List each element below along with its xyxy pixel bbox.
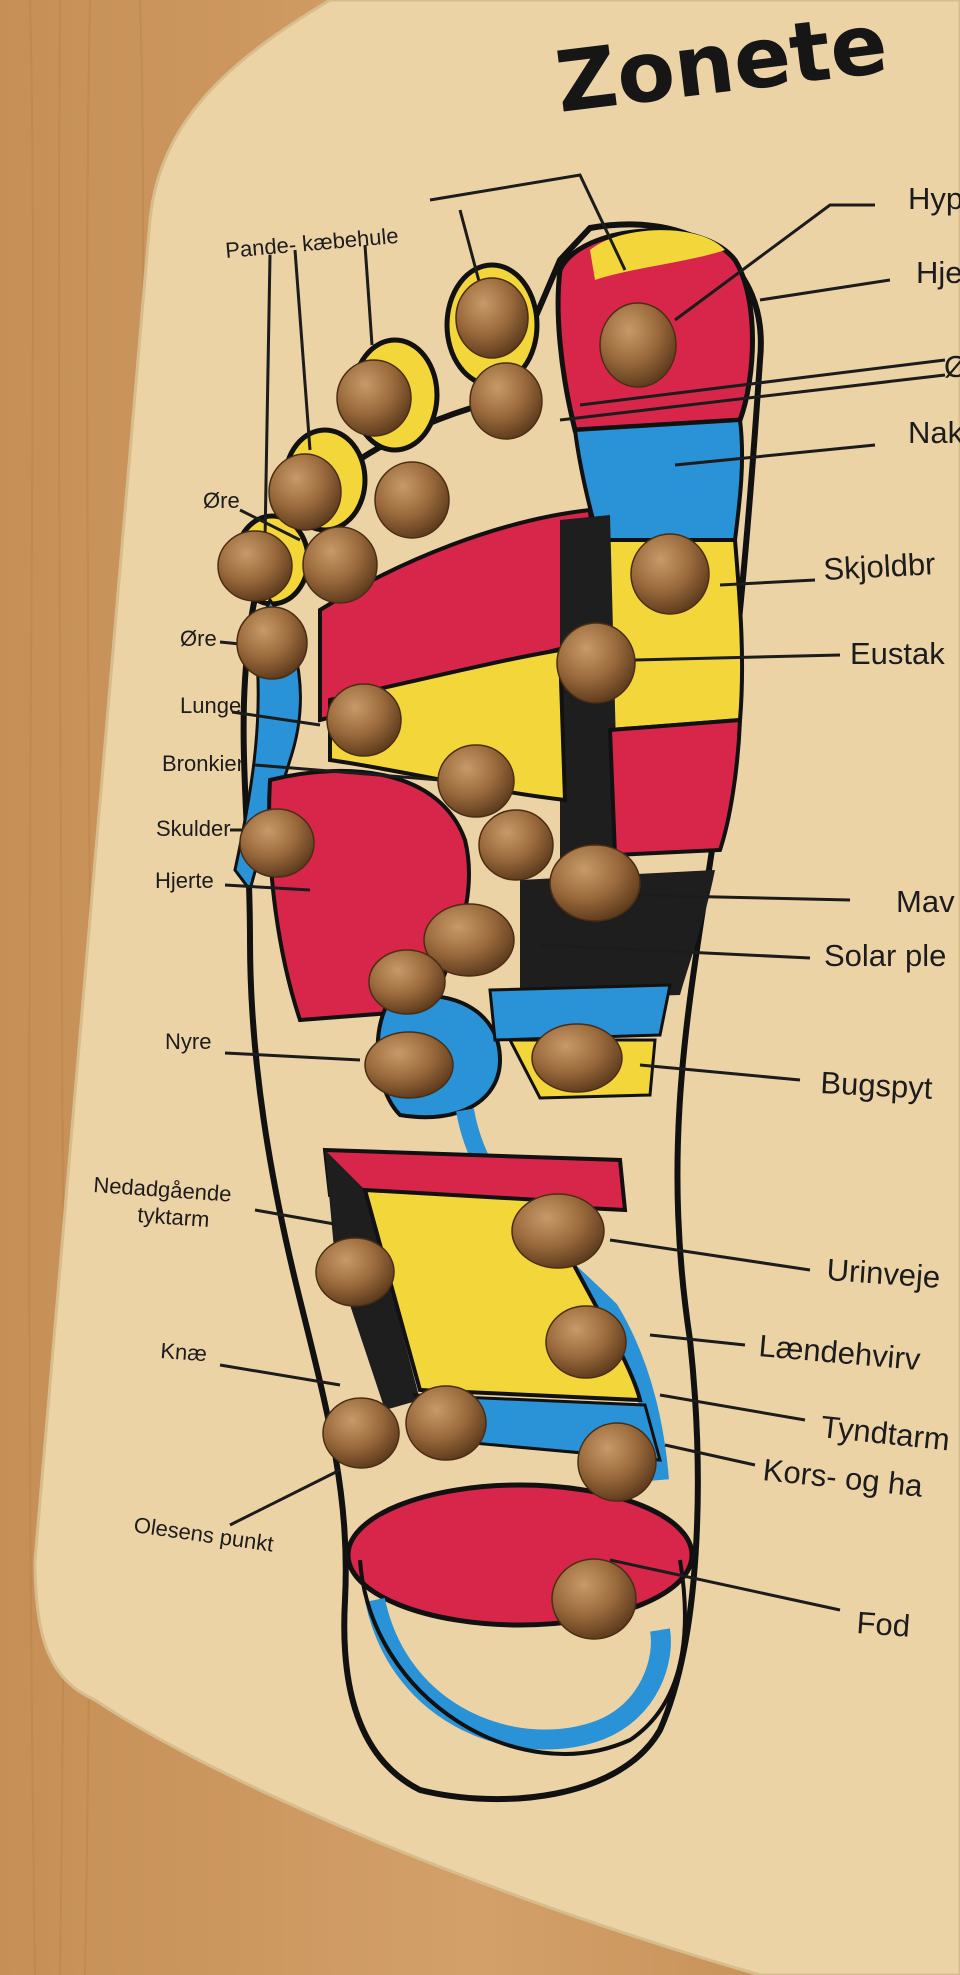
label-hjerte: Hjerte [155,868,214,893]
leader-lines [219,173,946,1612]
peg[interactable] [511,1193,605,1269]
peg[interactable] [217,530,293,602]
label-eustak: Eustak [850,636,945,671]
peg[interactable] [630,533,710,615]
heel-red-zone [345,1482,695,1628]
peg[interactable] [336,359,412,437]
midfoot-red-band [607,717,743,858]
peg[interactable] [599,302,677,388]
peg[interactable] [437,744,515,818]
peg[interactable] [545,1305,627,1379]
label-urinveje: Urinveje [826,1252,942,1295]
label-bronkier: Bronkier [162,751,244,776]
peg[interactable] [302,526,378,604]
label-ore-lower: Øre [180,626,217,651]
label-knae: Knæ [160,1338,208,1366]
heel-blue-arc [365,1597,671,1750]
peg[interactable] [423,903,515,977]
peg[interactable] [577,1422,657,1502]
label-oe: Ø [944,349,960,384]
label-skulder: Skulder [156,816,231,841]
massage-pegs [217,277,710,1640]
label-bugspyt: Bugspyt [820,1065,934,1106]
peg[interactable] [455,277,529,359]
label-tyktarm: tyktarm [137,1202,211,1232]
peg[interactable] [326,683,402,757]
peg[interactable] [531,1023,623,1093]
peg[interactable] [549,844,641,922]
peg[interactable] [236,606,308,680]
label-fod: Fod [856,1605,912,1644]
peg[interactable] [239,808,315,878]
right-labels: Hyp Hje Ø Nak Skjoldbr Eustak Mav Solar … [757,181,960,1644]
peg[interactable] [315,1237,395,1307]
peg[interactable] [322,1397,400,1469]
peg[interactable] [405,1385,487,1461]
label-nyre: Nyre [165,1029,211,1054]
peg[interactable] [364,1031,454,1099]
label-hje: Hje [916,255,960,290]
label-nak: Nak [908,415,960,450]
peg[interactable] [368,949,446,1015]
label-ore-upper: Øre [203,488,240,513]
heel-inner-outline [358,1559,687,1756]
label-skjoldbr: Skjoldbr [823,546,937,587]
label-mav: Mav [896,884,955,919]
peg[interactable] [469,362,543,440]
solar-blue-band [488,983,672,1042]
peg[interactable] [268,453,342,531]
peg[interactable] [374,461,450,539]
label-lunge: Lunge [180,693,241,718]
label-hyp: Hyp [908,181,960,216]
peg[interactable] [556,622,636,704]
forefoot-black-stripe [560,515,620,905]
peg[interactable] [478,809,554,881]
label-solar: Solar ple [824,938,946,973]
peg[interactable] [551,1558,637,1640]
